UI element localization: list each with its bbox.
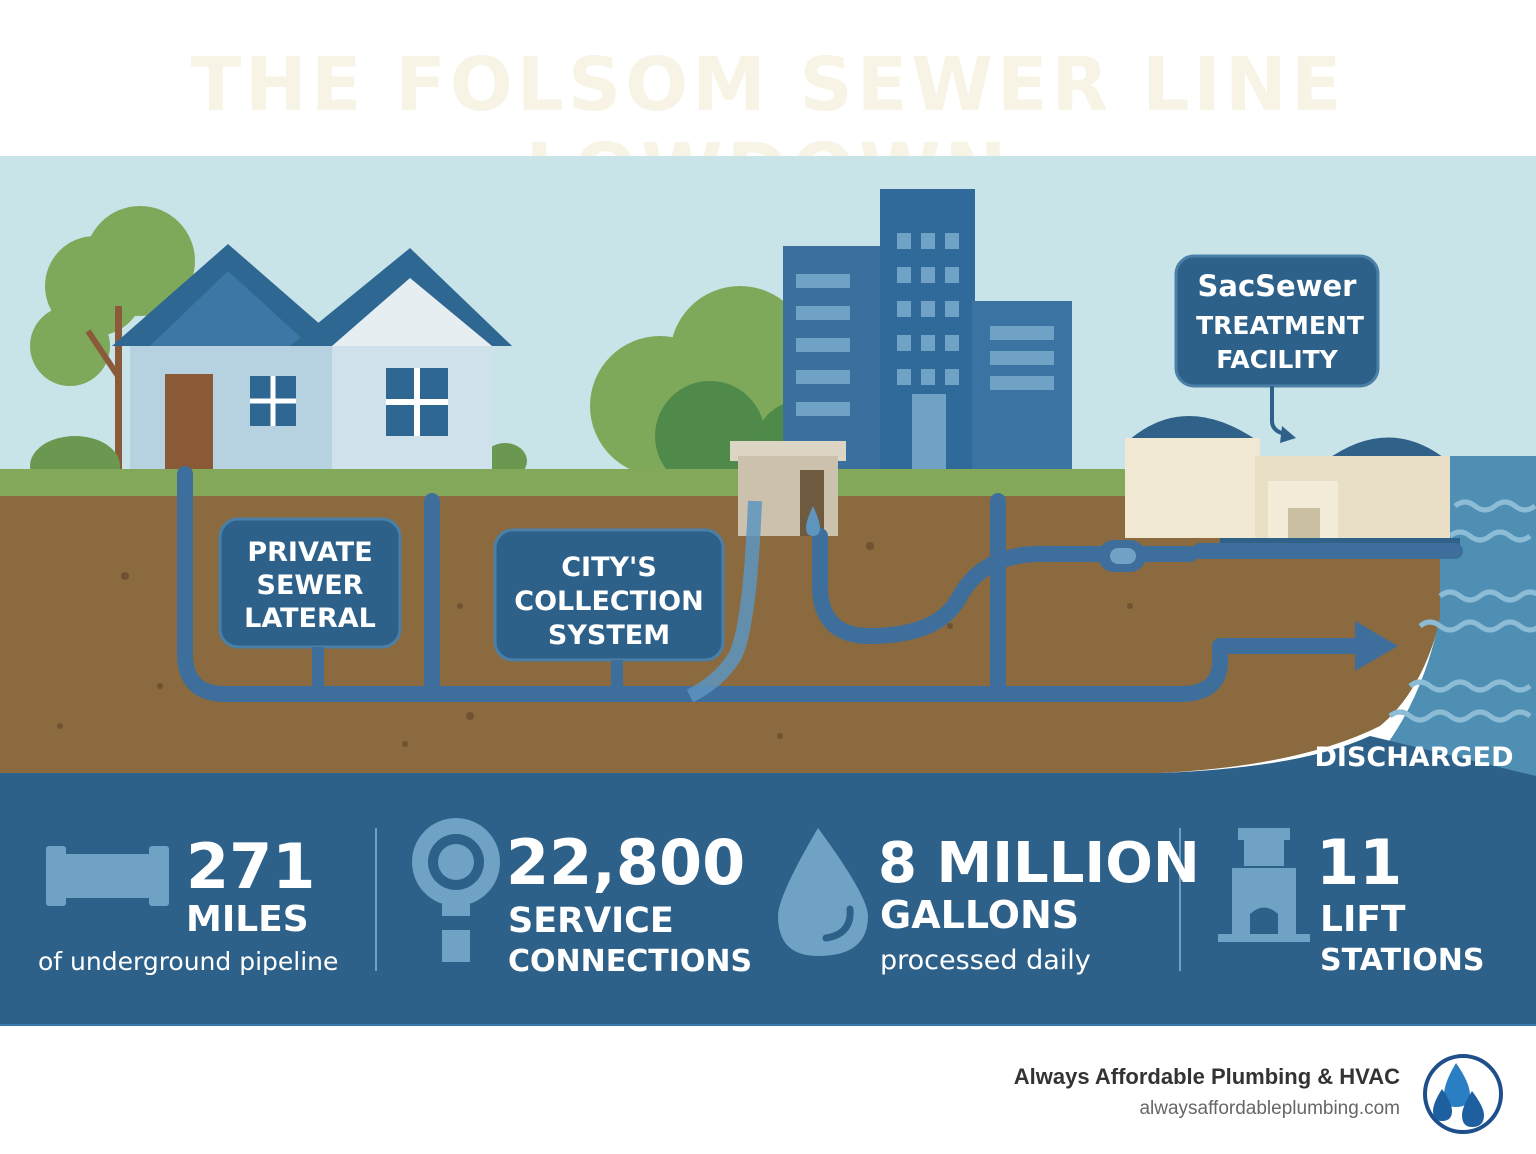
label-treatment-facility: SacSewer TREATMENT FACILITY: [1174, 254, 1380, 388]
water-drop-icon: [778, 828, 868, 956]
stat-miles-unit: MILES: [186, 899, 309, 940]
house: [112, 244, 512, 476]
stat-miles-number: 271: [186, 830, 315, 903]
stat-connections-line1: SERVICE: [508, 901, 674, 941]
stat-miles-desc: of underground pipeline: [38, 947, 338, 976]
label-discharged: DISCHARGED: [1314, 742, 1513, 773]
city-buildings: [783, 189, 1072, 476]
label-treatment-line: FACILITY: [1216, 345, 1338, 374]
stat-lift-number: 11: [1316, 826, 1402, 899]
footer-website[interactable]: alwaysaffordableplumbing.com: [1139, 1098, 1400, 1119]
sewer-system-diagram: PRIVATE SEWER LATERAL CITY'S COLLECTION …: [0, 156, 1536, 1026]
label-private-line: LATERAL: [244, 603, 376, 634]
label-private-sewer-lateral: PRIVATE SEWER LATERAL: [218, 517, 402, 649]
sewer-pipes: [177, 466, 1463, 702]
soil-specks: [57, 542, 1224, 747]
stat-lift-line1: LIFT: [1320, 899, 1406, 940]
stat-gallons-desc: processed daily: [880, 945, 1091, 976]
water-waves: [1388, 499, 1536, 723]
pipe-icon: [46, 846, 169, 906]
pipe-coupling: [1110, 548, 1136, 564]
stat-connections-line2: CONNECTIONS: [508, 944, 752, 979]
house-door: [165, 374, 213, 474]
flow-stream: [686, 500, 762, 703]
label-city-line: CITY'S: [561, 552, 657, 583]
stat-lift-line2: STATIONS: [1320, 943, 1484, 978]
footer-company-name: Always Affordable Plumbing & HVAC: [1013, 1064, 1400, 1089]
tree-left: [30, 206, 195, 476]
label-city-line: COLLECTION: [514, 586, 703, 617]
label-city-collection-system: CITY'S COLLECTION SYSTEM: [493, 528, 725, 662]
stat-connections-number: 22,800: [506, 826, 745, 899]
connection-icon: [412, 818, 500, 962]
company-logo-icon: [1423, 1054, 1503, 1134]
treatment-facility: [1125, 416, 1460, 546]
label-private-line: SEWER: [257, 570, 364, 601]
water-drip: [806, 506, 820, 536]
lift-station-icon: [1218, 828, 1310, 942]
stat-gallons-unit: GALLONS: [880, 893, 1079, 937]
label-treatment-line: SacSewer: [1198, 269, 1358, 303]
label-city-line: SYSTEM: [548, 620, 670, 651]
label-treatment-line: TREATMENT: [1196, 311, 1364, 340]
stat-gallons-number: 8 MILLION: [878, 831, 1200, 896]
discharge-arrow: [1355, 621, 1398, 671]
label-private-line: PRIVATE: [247, 537, 372, 568]
